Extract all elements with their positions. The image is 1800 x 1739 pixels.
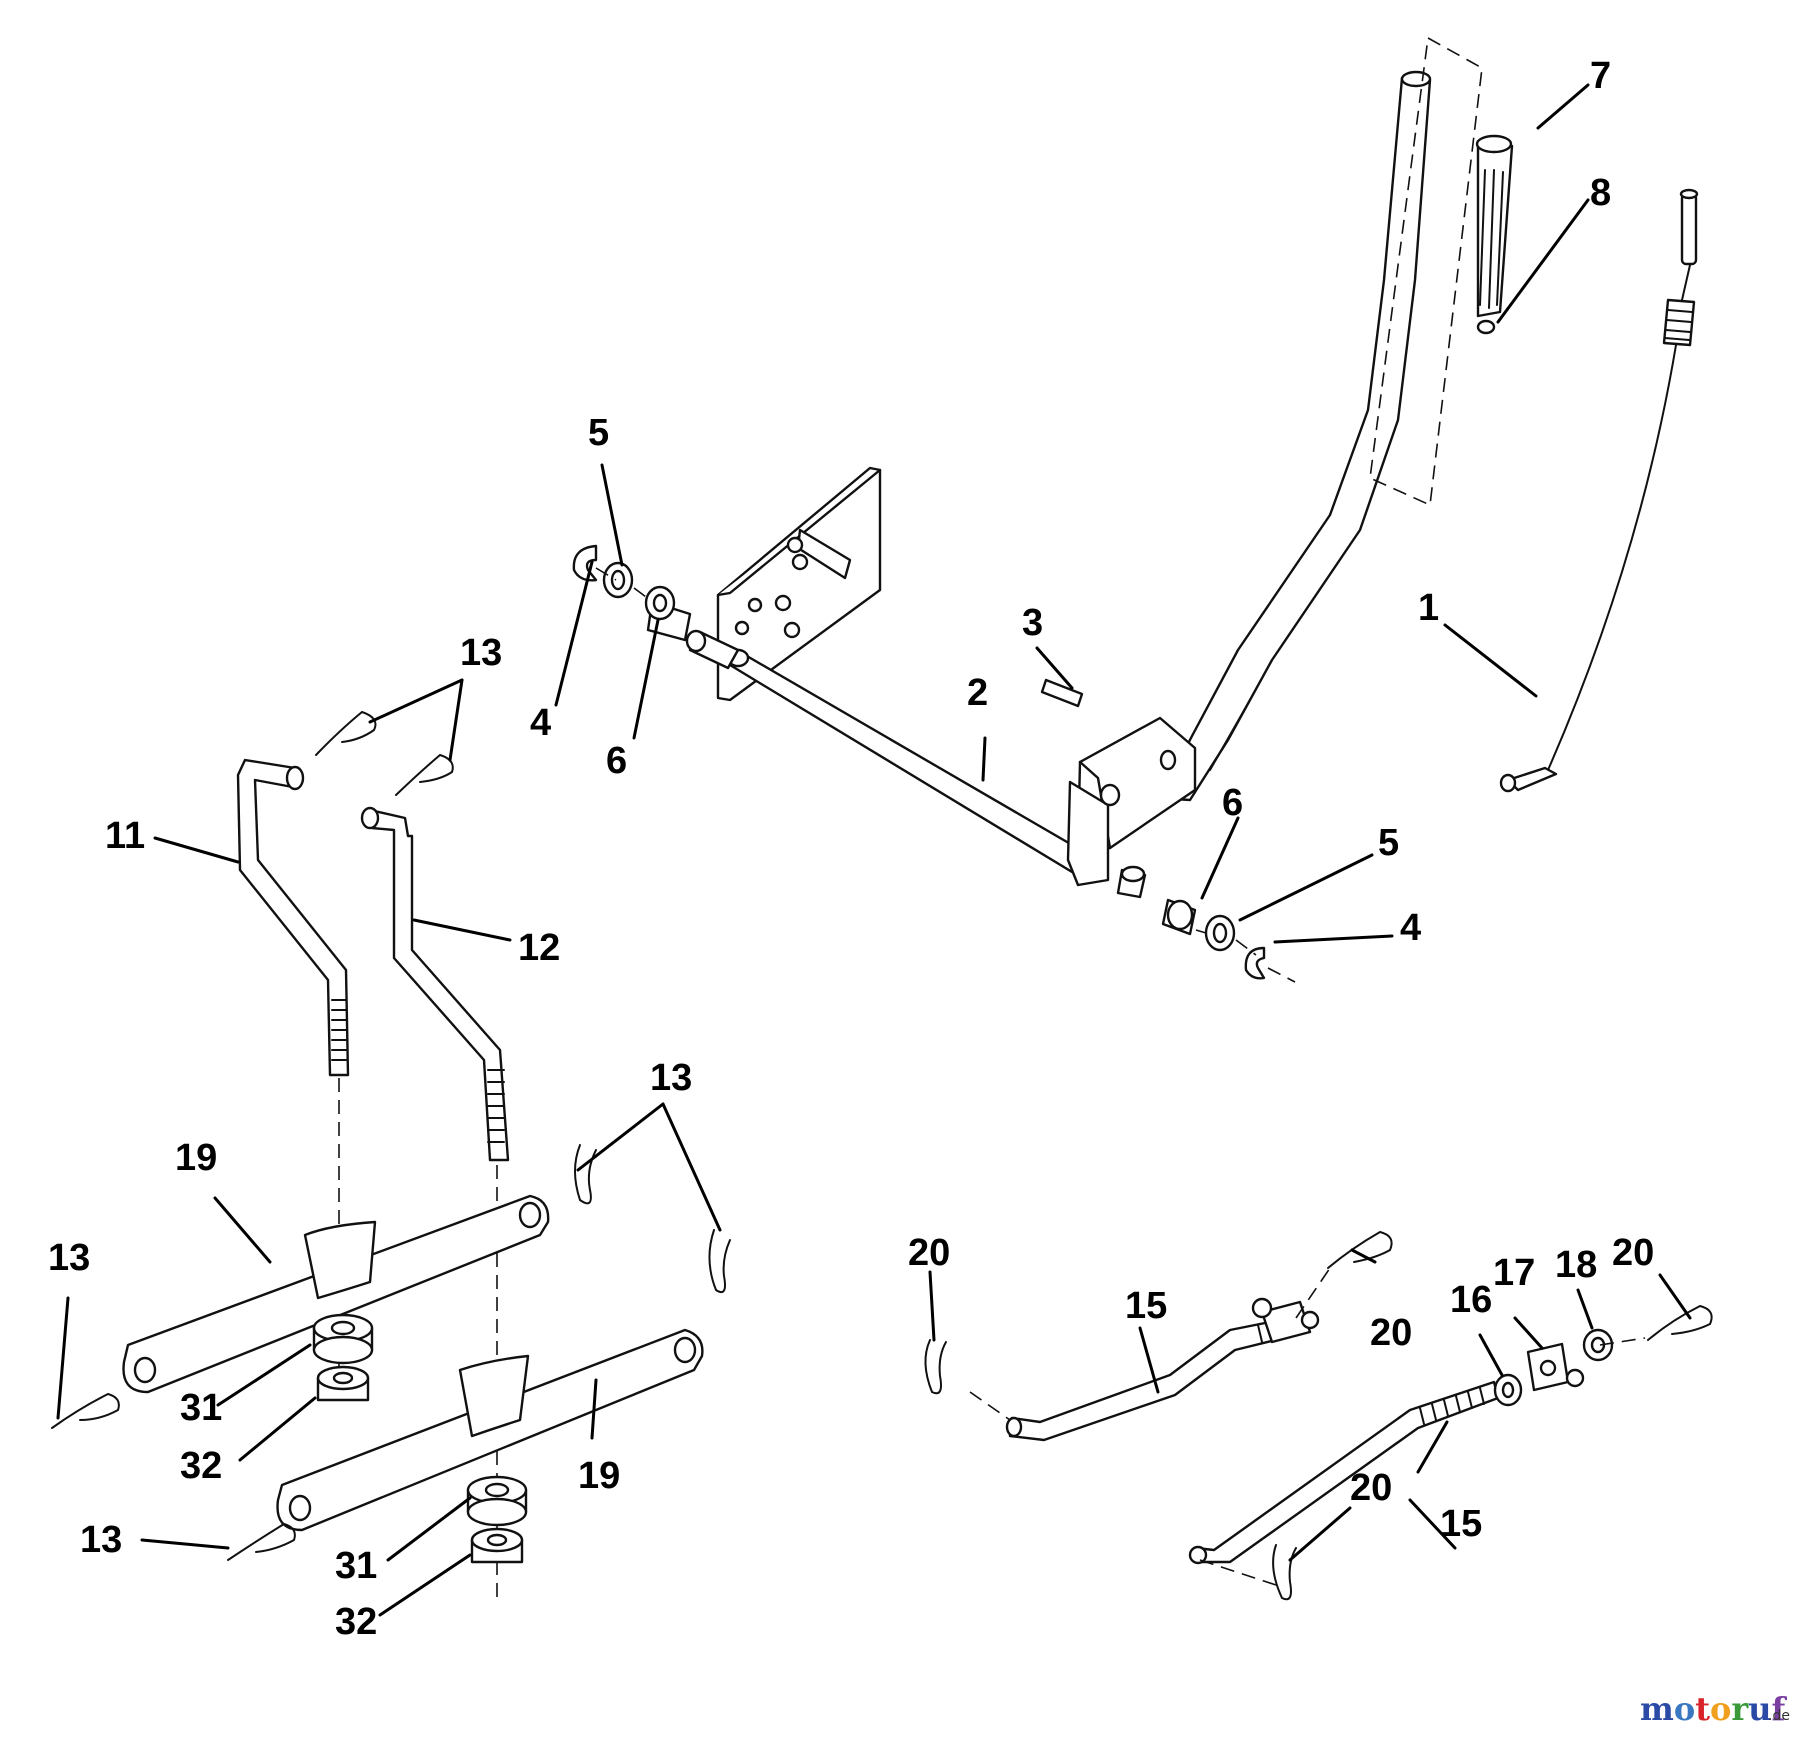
callouts: 1 2 3 4 4 5 5 6 6 7 8 11 12 13 13 13 13 … — [48, 55, 1654, 1643]
lift-shaft — [685, 629, 1100, 880]
trunnion-upper — [1251, 1297, 1320, 1344]
hairpin-clip-f — [227, 1522, 296, 1561]
lift-arm-upper — [122, 1194, 550, 1394]
phantom-outline — [1369, 36, 1483, 507]
cotter-pin-b — [1327, 1230, 1393, 1269]
leader-lines — [56, 83, 1692, 1617]
callout-20-top: 20 — [1370, 1312, 1412, 1354]
callout-8: 8 — [1590, 172, 1611, 214]
callout-13-top: 13 — [460, 632, 502, 674]
hairpin-clip-b — [395, 753, 454, 796]
callout-18: 18 — [1555, 1244, 1597, 1286]
callout-20-left: 20 — [908, 1232, 950, 1274]
wm-suffix: .de — [1768, 1708, 1790, 1724]
lift-lever-handle — [1158, 70, 1432, 802]
spacer-lower — [466, 1475, 528, 1527]
callout-32-lower: 32 — [335, 1601, 377, 1643]
wm-letter-f: f — [1771, 1690, 1787, 1728]
callout-4-left: 4 — [530, 702, 551, 744]
wm-letter-u: u — [1748, 1690, 1771, 1728]
callout-19-upper: 19 — [175, 1137, 217, 1179]
mounting-plate — [716, 466, 882, 702]
callout-1: 1 — [1418, 587, 1439, 629]
callout-15-lower: 15 — [1440, 1503, 1482, 1545]
spacer-upper — [312, 1313, 374, 1365]
wm-letter-r: r — [1731, 1690, 1749, 1728]
callout-20-right: 20 — [1612, 1232, 1654, 1274]
bushing-left — [644, 585, 692, 642]
callout-11: 11 — [105, 815, 145, 857]
watermark-logo: motoruf .de — [1640, 1690, 1790, 1728]
adjust-rod-upper — [1005, 1316, 1295, 1442]
wm-letter-o: o — [1674, 1690, 1695, 1728]
callout-16: 16 — [1450, 1279, 1492, 1321]
callout-7: 7 — [1590, 55, 1611, 97]
trunnion-lower — [1526, 1342, 1585, 1392]
roll-pin — [1040, 678, 1084, 708]
callout-13-mid: 13 — [650, 1057, 692, 1099]
lift-link-11 — [236, 758, 350, 1077]
hairpin-clip-c — [574, 1144, 597, 1205]
callout-19-lower: 19 — [578, 1455, 620, 1497]
cotter-pin-d — [1272, 1544, 1297, 1601]
callout-31-lower: 31 — [335, 1545, 377, 1587]
callout-13-bottom: 13 — [80, 1519, 122, 1561]
adjust-rod-lower — [1188, 1380, 1500, 1565]
wm-letter-t: t — [1695, 1690, 1710, 1728]
jam-nut — [1493, 1373, 1523, 1407]
callout-5-left: 5 — [588, 412, 609, 454]
hairpin-clip-e — [51, 1392, 120, 1429]
hairpin-clip-d — [708, 1229, 731, 1294]
callout-12: 12 — [518, 927, 560, 969]
nut-lower — [470, 1527, 524, 1564]
lift-cable — [1499, 188, 1699, 793]
e-clip-left — [572, 544, 598, 582]
cotter-pin-c — [1647, 1304, 1713, 1341]
callout-5-right: 5 — [1378, 822, 1399, 864]
callout-31-upper: 31 — [180, 1387, 222, 1429]
callout-6-right: 6 — [1222, 782, 1243, 824]
callout-13-left: 13 — [48, 1237, 90, 1279]
callout-3: 3 — [1022, 602, 1043, 644]
lever-bracket — [1066, 716, 1197, 887]
svg-text:motoruf: motoruf — [1640, 1690, 1787, 1728]
callout-15-upper: 15 — [1125, 1285, 1167, 1327]
flange-nut — [1582, 1328, 1614, 1362]
callout-4-right: 4 — [1400, 907, 1421, 949]
cotter-pin-a — [924, 1339, 947, 1395]
grip-cap — [1476, 319, 1496, 335]
bushing-right — [1161, 898, 1197, 936]
lift-link-12 — [360, 806, 510, 1162]
callout-6-left: 6 — [606, 740, 627, 782]
callout-17: 17 — [1493, 1252, 1535, 1294]
e-clip-right — [1244, 946, 1266, 980]
callout-2: 2 — [967, 672, 988, 714]
hairpin-clip-a — [315, 710, 377, 756]
callout-20-bottom: 20 — [1350, 1467, 1392, 1509]
handle-grip — [1475, 134, 1514, 318]
callout-32-upper: 32 — [180, 1445, 222, 1487]
nut-upper — [316, 1365, 370, 1402]
wm-letter-o2: o — [1710, 1690, 1731, 1728]
wm-letter-m: m — [1640, 1690, 1674, 1728]
